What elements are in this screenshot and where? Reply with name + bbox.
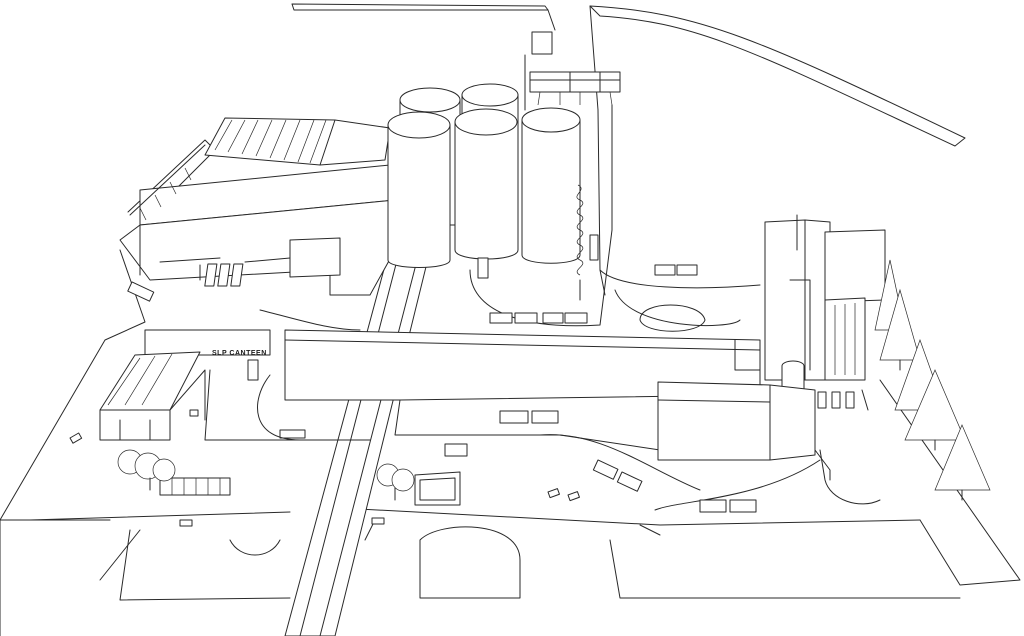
parking-area <box>159 471 461 506</box>
truck-icon <box>444 443 468 457</box>
car-icon <box>189 409 199 417</box>
sawtooth-roof-building <box>204 117 391 166</box>
truck-icon <box>127 281 155 302</box>
central-long-shed <box>284 329 761 451</box>
truck-icon <box>817 391 855 409</box>
silo-icon <box>521 107 581 264</box>
silo-icon <box>454 108 519 260</box>
misc-structures <box>279 234 869 536</box>
south-east-building <box>657 339 816 461</box>
east-tower <box>764 214 886 396</box>
truck-icon <box>592 459 643 492</box>
tree-icon <box>879 288 921 371</box>
truck-icon <box>499 410 559 424</box>
car-icon <box>547 488 560 499</box>
truck-icon <box>542 312 588 324</box>
truck-icon <box>699 499 757 513</box>
truck-icon <box>247 359 259 381</box>
tree-icon <box>376 463 415 501</box>
car-icon <box>179 519 193 527</box>
northwest-building <box>119 164 396 296</box>
gate-checkpoint <box>524 9 621 271</box>
conifer-row <box>874 259 991 501</box>
tree-icon <box>117 449 176 491</box>
silo-group <box>387 83 581 268</box>
canteen-building: SLP CANTEEN <box>99 329 271 441</box>
car-icon <box>371 517 385 525</box>
tree-icon <box>904 369 966 451</box>
perimeter-canopy <box>129 144 206 221</box>
canteen-sign: SLP CANTEEN <box>212 350 267 357</box>
truck-icon <box>477 257 489 279</box>
car-icon <box>69 432 83 444</box>
lower-road-network <box>29 507 961 601</box>
truck-icon <box>489 312 538 324</box>
tree-icon <box>934 424 991 501</box>
car-icon <box>567 491 580 502</box>
truck-icon <box>654 264 698 276</box>
silo-icon <box>387 111 451 268</box>
bucket-conveyor <box>576 184 584 301</box>
